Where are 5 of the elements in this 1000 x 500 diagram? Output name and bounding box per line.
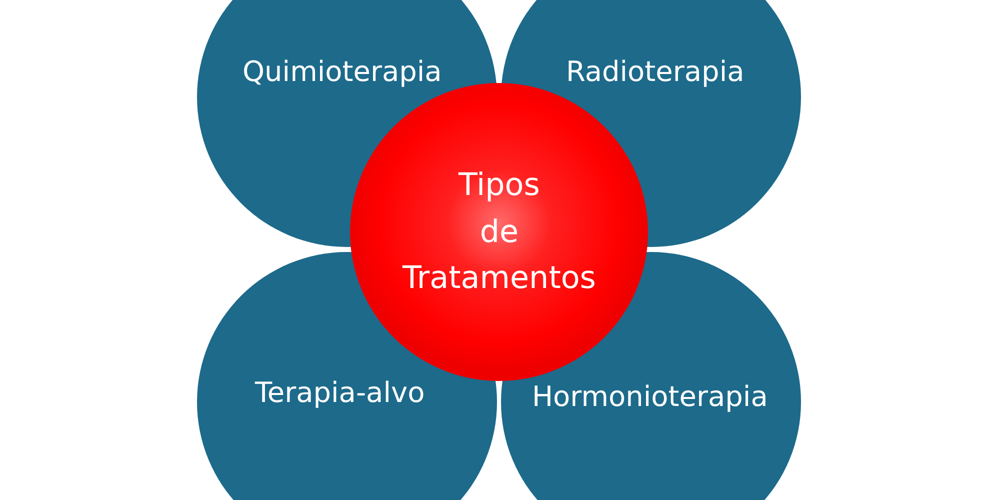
treatment-label: Radioterapia [566,54,744,90]
treatment-label: Quimioterapia [242,54,442,90]
treatment-label: Terapia-alvo [255,374,425,410]
treatment-label: Hormonioterapia [532,378,768,414]
center-title: Tipos de Tratamentos [402,166,596,298]
